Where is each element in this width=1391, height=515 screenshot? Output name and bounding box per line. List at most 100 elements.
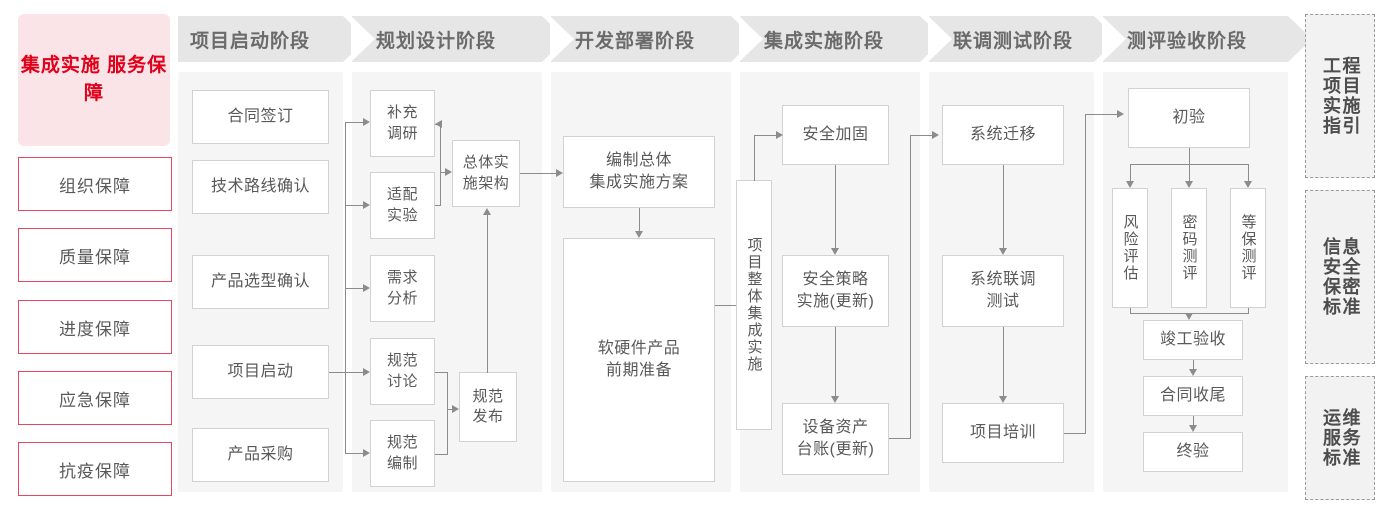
node-cryptography-evaluation[interactable]: 密码测评: [1171, 188, 1207, 308]
node-final-acceptance[interactable]: 终验: [1143, 432, 1243, 472]
phase-header-planning[interactable]: 规划设计阶段: [351, 16, 566, 62]
node-product-selection-confirm[interactable]: 产品选型确认: [192, 255, 329, 309]
connector-plan-to-prep: [639, 208, 641, 231]
connector-release-bracket-top: [435, 372, 448, 374]
node-initial-acceptance[interactable]: 初验: [1128, 88, 1250, 148]
node-adaptation-experiment[interactable]: 适配 实验: [370, 172, 435, 239]
chevron-notch-icon: [739, 16, 763, 62]
connector-fanout-mid: [1189, 164, 1191, 181]
arrow-to-initial-acceptance: [1117, 110, 1124, 118]
connector-fanout-left: [1130, 164, 1132, 181]
guarantee-item-quality[interactable]: 质量保障: [18, 228, 172, 282]
node-project-training[interactable]: 项目培训: [942, 403, 1064, 463]
connector-initial-drop: [1189, 148, 1191, 164]
connector-architecture-to-plan: [520, 173, 556, 175]
phase-header-joint-test[interactable]: 联调测试阶段: [928, 16, 1118, 62]
connector-release-to-architecture: [487, 215, 489, 373]
arrow-to-requirement: [363, 284, 370, 292]
arrow-to-contract-closure: [1189, 369, 1197, 376]
node-contract-closure[interactable]: 合同收尾: [1143, 376, 1243, 416]
phase-header-initiation[interactable]: 项目启动阶段: [178, 16, 367, 62]
connector-policy-to-ledger: [835, 327, 837, 396]
chevron-notch-icon: [1102, 16, 1126, 62]
node-overall-project-integration[interactable]: 项目整体集成实施: [736, 180, 772, 430]
connector-to-initial-acceptance: [1085, 114, 1117, 116]
node-spec-release[interactable]: 规范 发布: [459, 372, 517, 442]
standard-operation-service[interactable]: 维务准 运服标: [1305, 376, 1375, 500]
guarantee-item-emergency[interactable]: 应急保障: [18, 371, 172, 425]
connector-joint-test-to-training: [1003, 327, 1005, 396]
connector-ledger-riser: [910, 135, 912, 439]
node-hw-sw-preparation[interactable]: 软硬件产品 前期准备: [563, 238, 715, 482]
standard-engineering-guideline[interactable]: 程目施引 工项实指: [1305, 14, 1375, 178]
phase-header-integration[interactable]: 集成实施阶段: [739, 16, 944, 62]
arrow-to-migration: [932, 131, 939, 139]
connector-integration-to-hardening: [754, 135, 776, 137]
chevron-notch-icon: [550, 16, 574, 62]
arrow-to-supplement: [363, 118, 370, 126]
arrow-to-architecture: [445, 168, 452, 176]
phase-header-label: 集成实施阶段: [764, 30, 885, 52]
connector-arch-bracket-bottom: [435, 205, 441, 207]
arrow-to-final-acceptance: [1189, 425, 1197, 432]
phase-header-label: 测评验收阶段: [1127, 30, 1248, 52]
arrow-to-hardening: [776, 131, 783, 139]
arrow-feedback-to-supplement: [435, 120, 442, 128]
node-device-asset-ledger-update[interactable]: 设备资产 台账(更新): [782, 403, 889, 475]
connector-release-bracket-bottom: [435, 454, 448, 456]
connector-arch-stub: [440, 172, 445, 174]
connector-to-spec-discuss: [345, 372, 363, 374]
arrow-to-joint-test: [999, 248, 1007, 255]
node-overall-implementation-architecture[interactable]: 总体实 施架构: [452, 140, 520, 207]
node-tech-route-confirm[interactable]: 技术路线确认: [192, 160, 329, 214]
arrow-to-completion-acceptance: [1185, 313, 1193, 320]
node-grade-protection-evaluation[interactable]: 等保测评: [1230, 188, 1266, 308]
node-system-joint-test[interactable]: 系统联调 测试: [942, 255, 1064, 327]
guarantee-item-epidemic[interactable]: 抗疫保障: [18, 442, 172, 496]
arrow-to-adaptation: [363, 201, 370, 209]
node-spec-drafting[interactable]: 规范 编制: [370, 420, 435, 487]
arrow-to-training: [999, 396, 1007, 403]
guarantee-item-schedule[interactable]: 进度保障: [18, 300, 172, 354]
guarantee-item-organization[interactable]: 组织保障: [18, 157, 172, 211]
connector-migration-to-joint-test: [1003, 165, 1005, 248]
standard-information-security[interactable]: 息全密准 信安保标: [1305, 190, 1375, 364]
node-project-kickoff[interactable]: 项目启动: [192, 345, 329, 399]
node-security-hardening[interactable]: 安全加固: [782, 105, 889, 165]
standard-label: 程目施引 工项实指: [1321, 56, 1361, 136]
node-system-migration[interactable]: 系统迁移: [942, 105, 1064, 165]
phase-header-label: 联调测试阶段: [953, 30, 1074, 52]
connector-fanout-right: [1248, 164, 1250, 181]
connector-integration-riser: [754, 135, 756, 181]
arrow-to-cryptography: [1185, 181, 1193, 188]
node-supplementary-research[interactable]: 补充 调研: [370, 90, 435, 157]
connector-to-requirement: [345, 288, 363, 290]
node-product-procurement[interactable]: 产品采购: [192, 428, 329, 482]
node-requirement-analysis[interactable]: 需求 分析: [370, 255, 435, 322]
guarantee-title: 集成实施 服务保障: [18, 14, 170, 146]
arrow-up-to-architecture: [483, 208, 491, 215]
connector-to-spec-draft: [345, 453, 363, 455]
phase-header-acceptance[interactable]: 测评验收阶段: [1102, 16, 1312, 62]
connector-to-adaptation: [345, 205, 363, 207]
node-overall-integration-plan[interactable]: 编制总体 集成实施方案: [563, 136, 715, 208]
connector-hardening-to-policy: [835, 165, 837, 248]
arrow-to-grade-protection: [1244, 181, 1252, 188]
arrow-to-preparation: [635, 231, 643, 238]
arrow-to-policy: [831, 248, 839, 255]
phase-header-development[interactable]: 开发部署阶段: [550, 16, 755, 62]
connector-to-migration: [910, 135, 932, 137]
connector-ledger-exit: [889, 438, 911, 440]
phase-header-label: 规划设计阶段: [376, 30, 497, 52]
connector-completion-to-closure: [1193, 360, 1195, 369]
node-completion-acceptance[interactable]: 竣工验收: [1143, 320, 1243, 360]
phase-header-label: 项目启动阶段: [190, 30, 311, 52]
node-risk-assessment[interactable]: 风险评估: [1112, 188, 1148, 308]
node-contract-signing[interactable]: 合同签订: [192, 90, 329, 144]
node-security-policy-update[interactable]: 安全策略 实施(更新): [782, 255, 889, 327]
arrow-to-risk-assessment: [1126, 181, 1134, 188]
arrow-to-spec-discuss: [363, 368, 370, 376]
connector-arch-bracket: [440, 124, 442, 206]
node-spec-discussion[interactable]: 规范 讨论: [370, 338, 435, 405]
